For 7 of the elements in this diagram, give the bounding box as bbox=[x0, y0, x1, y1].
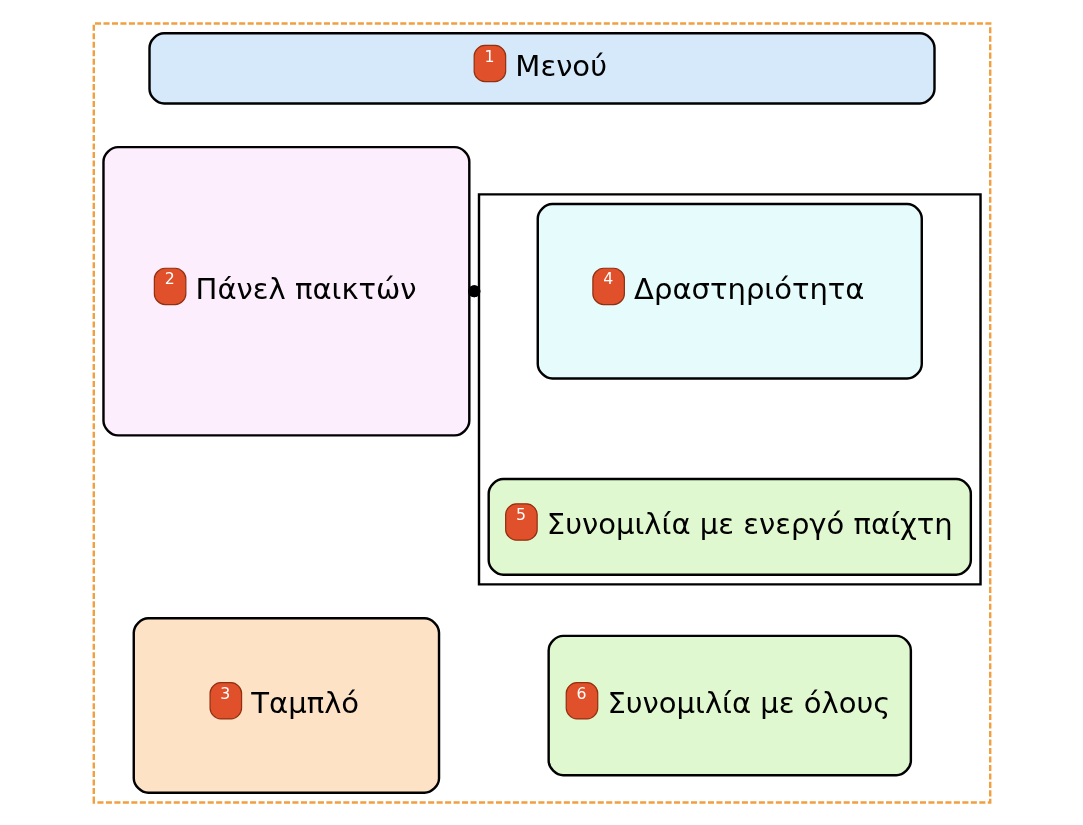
node-box: 5 Συνομιλία με ενεργό παίχτη bbox=[487, 477, 972, 576]
cluster bbox=[477, 192, 982, 586]
node-box: 3 Ταμπλό bbox=[132, 616, 440, 794]
cluster bbox=[92, 21, 991, 804]
node-box: 6 Συνομιλία με όλους bbox=[546, 634, 912, 776]
node-box: 4 Δραστηριότητα bbox=[536, 202, 923, 380]
node-box: 1 Μενού bbox=[147, 31, 936, 105]
